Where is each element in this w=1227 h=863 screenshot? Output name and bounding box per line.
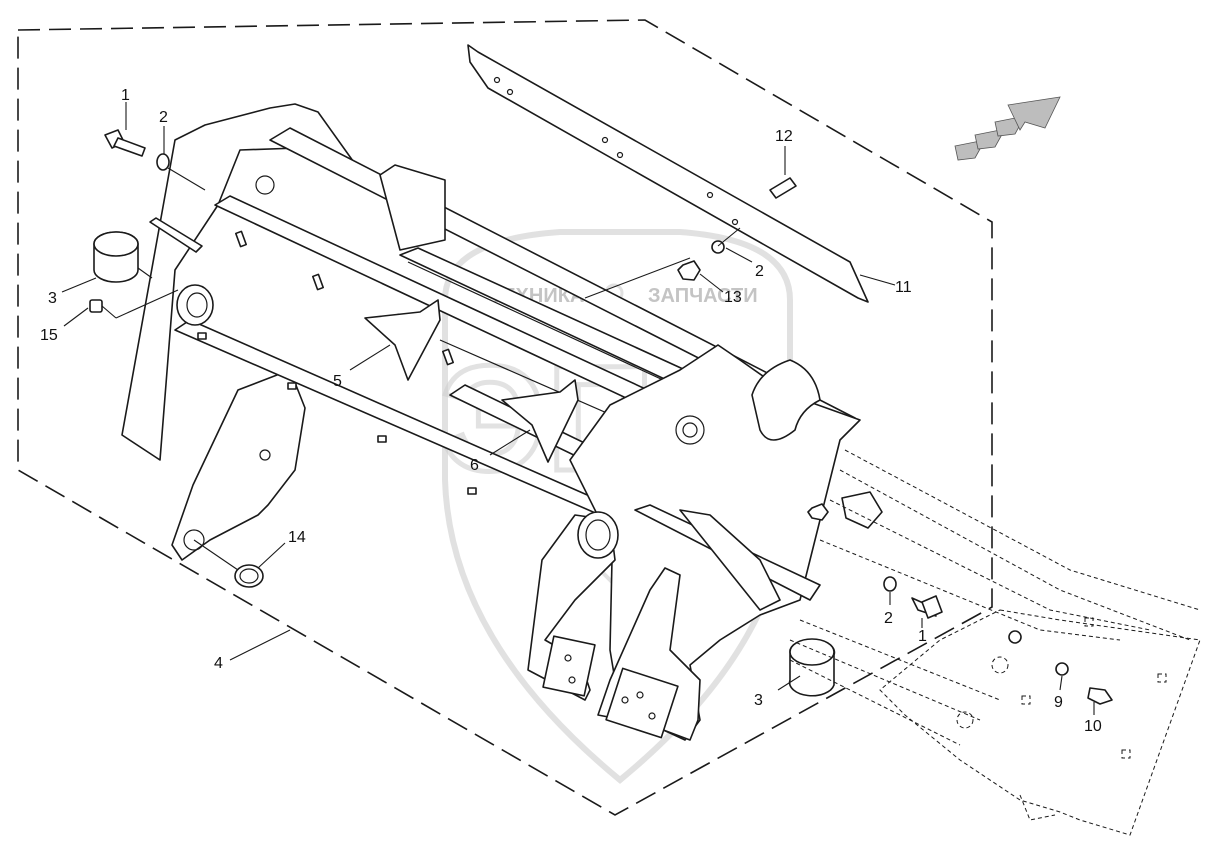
bolt-part-1-right	[911, 595, 943, 619]
nut-right	[807, 503, 829, 521]
arrow-direction-icon	[954, 96, 1061, 161]
callout-13: 13	[724, 289, 742, 306]
watermark-right-text: ЗАПЧАСТИ	[648, 285, 758, 307]
callout-14: 14	[288, 529, 306, 546]
callout-2-right: 2	[884, 610, 893, 627]
main-frame-part-4	[121, 103, 861, 741]
callout-2-left: 2	[159, 109, 168, 126]
callout-9: 9	[1054, 694, 1063, 711]
ring-part-14	[234, 564, 264, 588]
bushing-part-3-right	[788, 638, 836, 697]
callout-4: 4	[214, 655, 223, 672]
clip-right	[841, 491, 883, 529]
callout-1-left: 1	[121, 87, 130, 104]
washer-part-2-left	[156, 153, 170, 171]
callout-10: 10	[1084, 718, 1102, 735]
callout-1-right: 1	[918, 628, 927, 645]
grease-fitting-part-15	[89, 299, 103, 313]
adjacent-assembly-outline	[789, 449, 1201, 836]
bracket-part-5	[364, 299, 441, 381]
callout-12: 12	[775, 128, 793, 145]
nut-part-13	[677, 260, 701, 281]
callout-11: 11	[895, 279, 912, 296]
callout-3-left: 3	[48, 290, 57, 307]
callout-3-right: 3	[754, 692, 763, 709]
callout-5: 5	[333, 373, 342, 390]
bolt-part-1-left	[104, 129, 146, 157]
callout-2-top: 2	[755, 263, 764, 280]
washer-part-9	[1055, 662, 1069, 676]
assembly-boundary	[17, 19, 993, 816]
leader-lines	[61, 102, 1095, 715]
callout-6: 6	[470, 457, 479, 474]
top-plate-part-11	[467, 44, 869, 303]
callout-labels: 1 2 3 15 5 6 4 14 12 2 13 11 2 1 3 9 10	[40, 87, 1102, 735]
bushing-part-3-left	[93, 231, 139, 283]
bolt-part-10	[1087, 687, 1113, 705]
callout-15: 15	[40, 327, 58, 344]
bracket-part-6	[501, 379, 579, 463]
washer-part-2-right	[883, 576, 897, 592]
bolt-part-12	[769, 177, 797, 199]
